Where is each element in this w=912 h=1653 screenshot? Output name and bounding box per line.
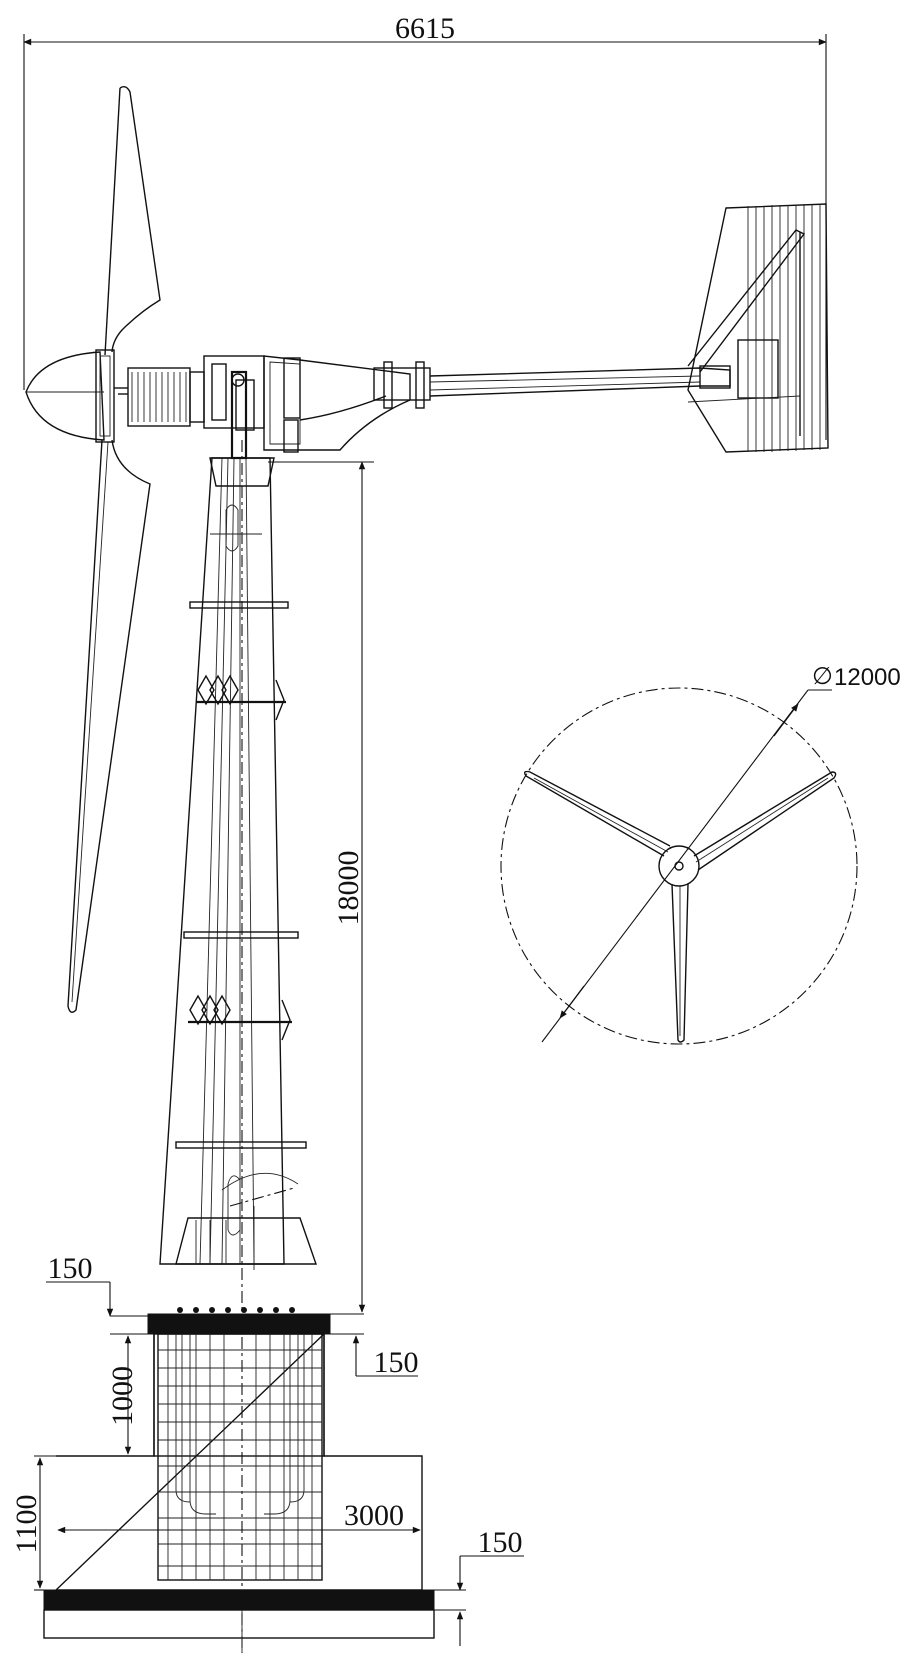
tower	[159, 440, 317, 1653]
flange-bottom-label: 150	[374, 1346, 419, 1379]
flange-top-label: 150	[48, 1252, 93, 1285]
rotor-diameter-label: 12000	[834, 664, 901, 691]
tower-height-dimension: 18000	[268, 461, 374, 1313]
base-slab-dimension: 150	[434, 1526, 524, 1646]
overall-width-label: 6615	[395, 12, 455, 45]
footing-width-dimension: 3000	[57, 1499, 421, 1534]
rotor-blade-side	[67, 85, 161, 1013]
tower-height-label: 18000	[332, 851, 365, 926]
pedestal-height-label: 1000	[106, 1366, 139, 1426]
rotor-diameter-symbol: ∅	[812, 663, 833, 690]
flange-bottom-dimension: 150	[330, 1313, 419, 1379]
foundation	[43, 1307, 435, 1653]
nose-cone	[25, 349, 115, 443]
yaw-frame-tail-boom	[263, 355, 731, 453]
footing-width-label: 3000	[344, 1499, 404, 1532]
rotor-front-view: ∅ 12000	[500, 663, 901, 1045]
base-slab-label: 150	[478, 1526, 523, 1559]
tail-vane	[687, 203, 829, 453]
flange-top-dimension: 150	[46, 1252, 148, 1335]
footing-height-dimension: 1100	[10, 1455, 56, 1591]
footing-height-label: 1100	[10, 1495, 43, 1554]
pedestal-height-dimension: 1000	[106, 1333, 154, 1455]
overall-width-dimension: 6615	[23, 12, 827, 440]
